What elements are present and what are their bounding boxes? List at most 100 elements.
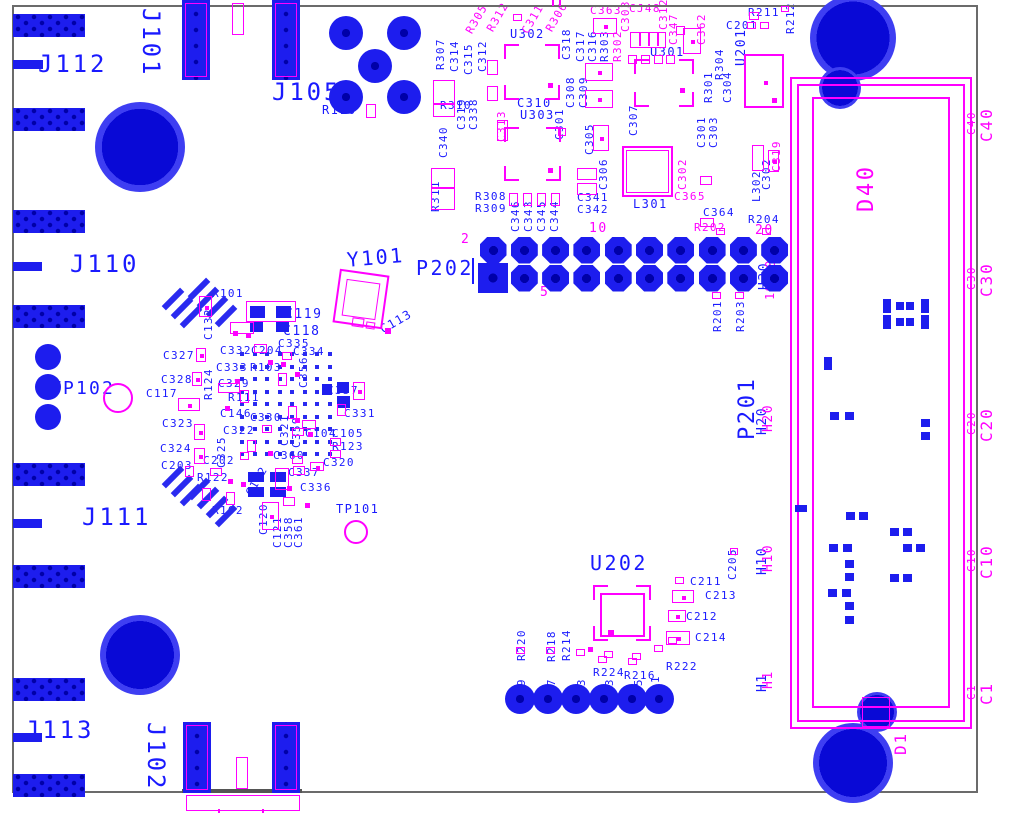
round-pad: [358, 49, 392, 83]
header-pin-pad: [542, 264, 570, 292]
refdes-c342: C342: [577, 203, 609, 216]
component-outline: [341, 278, 381, 321]
smd-pad: [896, 318, 904, 326]
component-outline: [178, 398, 200, 411]
refdes-c10: C10: [977, 544, 996, 579]
smd-pad: [883, 315, 891, 329]
smd-pad: [845, 412, 854, 420]
via-dot: [240, 452, 244, 456]
refdes-c307: C307: [627, 104, 640, 136]
header-pin-pad: [510, 264, 538, 292]
via-dot: [265, 452, 269, 456]
refdes-c318: C318: [560, 28, 573, 60]
smd-pad: [829, 544, 838, 552]
via-dot: [315, 427, 319, 431]
refdes-c30: C30: [977, 262, 996, 297]
via-dot: [315, 439, 319, 444]
via-dot: [315, 377, 319, 381]
mounting-hole: [95, 102, 185, 192]
via-dot: [240, 352, 244, 356]
pin1-dot: [764, 81, 768, 85]
component-outline: [700, 176, 712, 185]
header-pin-pad: [542, 236, 570, 264]
refdes-c303: C303: [707, 116, 720, 148]
component-outline: [247, 440, 256, 452]
component-outline: [576, 649, 585, 656]
smd-pad: [608, 630, 614, 636]
ic-corner-bracket: [545, 44, 560, 59]
via-dot: [277, 402, 282, 406]
refdes-j102: J102: [142, 722, 170, 792]
via-dot: [302, 427, 307, 431]
pin1-dot: [316, 465, 320, 470]
refdes-r123: R123: [332, 440, 364, 453]
refdes-r220: R220: [515, 629, 528, 661]
test-point-pad: [35, 374, 61, 400]
ic-corner-bracket: [504, 127, 519, 142]
pin1-dot: [600, 137, 604, 141]
refdes-c361: C361: [292, 516, 305, 548]
pin1-dot: [691, 40, 695, 44]
component-outline: [351, 317, 365, 328]
refdes-h20: H20: [761, 403, 776, 432]
via-dot: [315, 364, 319, 369]
refdes-r305: R305: [463, 1, 491, 36]
component-outline: [593, 18, 617, 34]
refdes-tp101: TP101: [336, 502, 380, 516]
via-dot: [327, 414, 332, 419]
component-outline: [747, 22, 756, 29]
mounting-hole: [819, 67, 861, 109]
refdes-r124: R124: [202, 368, 215, 400]
refdes-c40: C40: [977, 107, 996, 142]
refdes-r111: R111: [228, 391, 260, 404]
refdes-r101: R101: [212, 287, 244, 300]
refdes-c360: C360: [273, 449, 305, 462]
round-pad: [617, 684, 647, 714]
refdes-c341: C341: [577, 191, 609, 204]
component-outline: [593, 125, 609, 151]
component-outline: [199, 296, 212, 317]
refdes-c322: C322: [223, 424, 255, 437]
component-outline: [513, 14, 522, 21]
edge-pad-row: [13, 678, 85, 701]
smd-pad: [250, 322, 263, 332]
ic-corner-bracket: [636, 626, 651, 641]
component-outline: [288, 406, 297, 419]
via-dot: [277, 452, 282, 456]
component-outline: [433, 80, 455, 104]
smd-pad: [305, 503, 310, 508]
smd-pad: [548, 83, 553, 88]
smd-pad: [270, 487, 286, 497]
silk-line: [182, 789, 302, 793]
smd-pad: [13, 262, 42, 271]
component-outline: [675, 577, 684, 584]
header-pin-pad: [761, 236, 789, 264]
round-pad: [589, 684, 619, 714]
smd-pad: [337, 382, 349, 393]
component-outline: [862, 697, 890, 727]
smd-pad: [921, 315, 929, 329]
component-outline: [598, 656, 607, 663]
refdes-c334: C334: [293, 345, 325, 358]
refdes-c324: C324: [160, 442, 192, 455]
via-dot: [252, 439, 257, 444]
smd-pad: [287, 486, 292, 491]
pin1-dot: [204, 305, 209, 310]
smd-pad: [250, 306, 265, 318]
silk-line: [262, 809, 264, 813]
refdes-2: 2: [461, 232, 471, 247]
component-outline: [509, 193, 518, 206]
refdes-c320: C320: [323, 456, 355, 469]
via-dot: [265, 414, 269, 419]
via-dot: [327, 377, 332, 381]
smd-pad: [921, 432, 930, 440]
ic-corner-bracket: [504, 44, 519, 59]
ic-outline: [634, 59, 694, 107]
refdes-j112: J112: [38, 50, 108, 78]
component-outline: [292, 456, 303, 464]
component-outline: [192, 372, 202, 386]
component-outline: [433, 104, 455, 117]
component-outline: [712, 292, 721, 299]
via-dot: [240, 389, 244, 394]
